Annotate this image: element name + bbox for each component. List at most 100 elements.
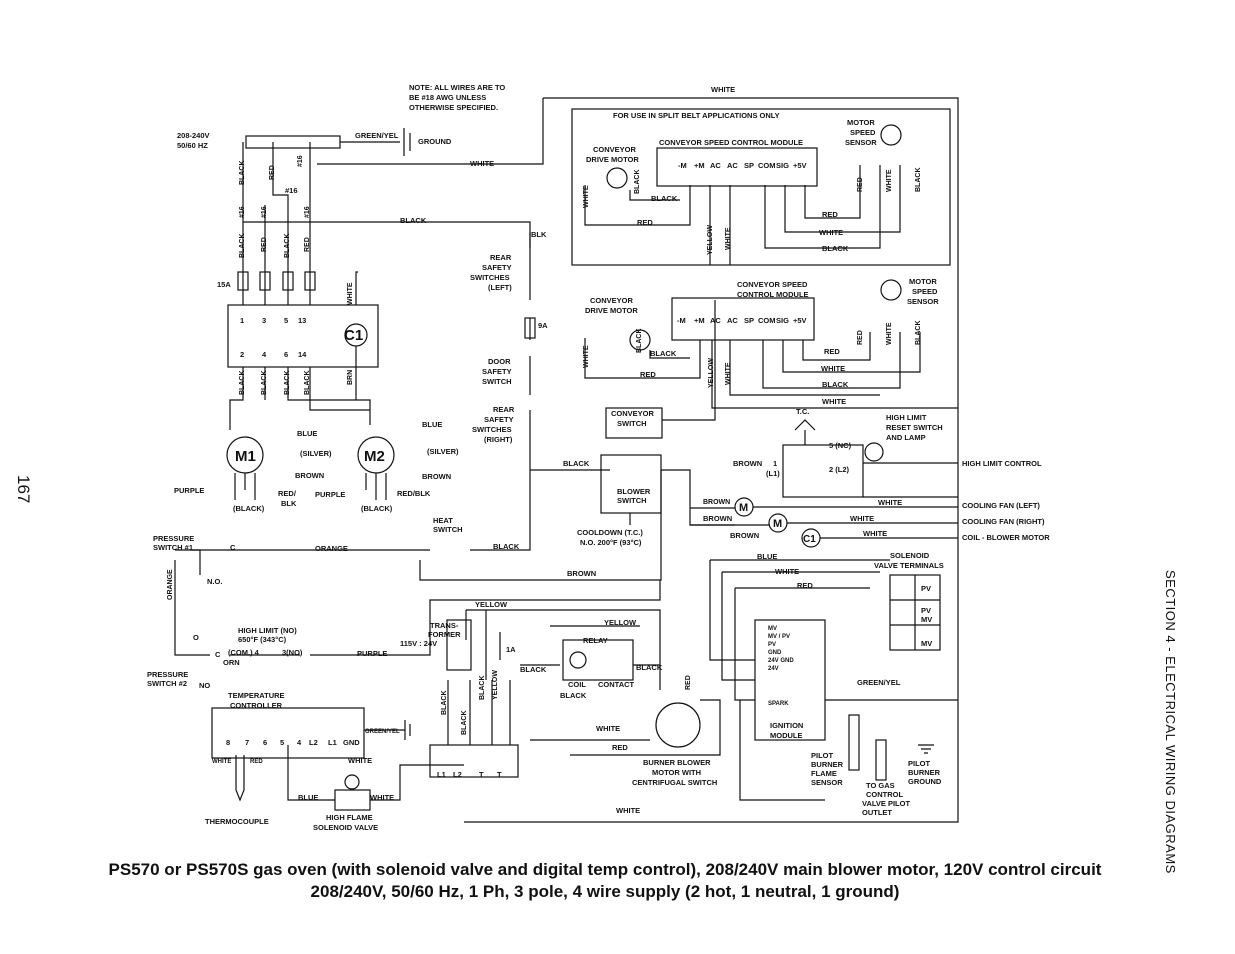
cooling-fan-left: COOLING FAN (LEFT) [962,501,1040,510]
white-label-2: WHITE [348,756,372,765]
to-gas-1: TO GAS [866,781,895,790]
vlabel-black-1: BLACK [239,161,246,186]
pole-5: 5 [284,316,288,325]
blower-switch-1: BLOWER [617,487,651,496]
door-2: SAFETY [482,367,512,376]
no2-label: NO [199,681,210,690]
conveyor-drive-mid-2: DRIVE MOTOR [585,306,638,315]
sensor-top-2: SPEED [850,128,876,137]
vlabel-yellow-2: YELLOW [708,358,715,388]
blue-label-3: BLUE [757,552,777,561]
tc-term-l2: L2 [309,738,318,747]
vlabel-white-1: WHITE [347,282,354,305]
tc-term-8: 8 [226,738,230,747]
reset-2: RESET SWITCH [886,423,943,432]
red-blk-label: RED/BLK [397,489,431,498]
cooling-fan-right: COOLING FAN (RIGHT) [962,517,1045,526]
sensor-mid-3: SENSOR [907,297,939,306]
rear-left-2: SAFETY [482,263,512,272]
term-top-m-pos: +M [694,161,705,170]
high-limit-1: HIGH LIMIT (NO) [238,626,297,635]
white-label-11: WHITE [775,567,799,576]
sol-mv-1: MV [921,615,932,624]
vlabel-white-3: WHITE [725,227,732,250]
white-label-7: WHITE [822,397,846,406]
transformer-3: 115V : 24V [400,639,437,648]
vlabel-red-3: RED [304,237,311,252]
relay-t2: T [497,770,502,779]
green-yel-label-3: GREEN/YEL [857,678,901,687]
vlabel-red-6: RED [685,675,692,690]
white-label-5: WHITE [819,228,843,237]
vlabel-brn: BRN [347,370,354,385]
term-mid-com: COM [758,316,776,325]
white-label-tc: WHITE [212,759,231,765]
tc-term-4: 4 [297,738,302,747]
term-top-sp: SP [744,161,754,170]
o-label: O [193,633,199,642]
reset-3: AND LAMP [886,433,926,442]
supply-frequency: 50/60 HZ [177,141,208,150]
transformer-2: FORMER [428,630,461,639]
com-label: (COM.) 4 [228,648,260,657]
pilot-sensor-4: SENSOR [811,778,843,787]
cooldown-1: COOLDOWN (T.C.) [577,528,643,537]
yellow-label-1: YELLOW [475,600,508,609]
red-label-5: RED [824,347,840,356]
vlabel-16-2: #16 [239,206,246,218]
vlabel-black-13: BLACK [461,711,468,736]
silver-label-m2: (SILVER) [427,447,459,456]
rear-right-2: SAFETY [484,415,514,424]
note-line1: NOTE: ALL WIRES ARE TO [409,83,505,92]
black-label-4: BLACK [520,665,547,674]
tc-term-5: 5 [280,738,284,747]
purple-label-2: PURPLE [357,649,387,658]
ign-24v: 24V [768,666,779,672]
ign-24v-gnd: 24V GND [768,658,794,664]
term-top-5v: +5V [793,161,807,170]
white-label-9: WHITE [850,514,874,523]
speed-module-mid-2: CONTROL MODULE [737,290,809,299]
red-label-1: RED [612,743,628,752]
vlabel-black-3: BLACK [284,234,291,259]
term-mid-ac2: AC [727,316,738,325]
supply-voltage: 208-240V [177,131,210,140]
white-label-4: WHITE [596,724,620,733]
term-top-ac1: AC [710,161,721,170]
blue-label-m1: BLUE [297,429,317,438]
pilot-sensor-1: PILOT [811,751,834,760]
purple-label-m2: PURPLE [315,490,345,499]
blk-label-1: BLK [531,230,547,239]
rear-right-1: REAR [493,405,515,414]
green-yel-label: GREEN/YEL [355,131,399,140]
orange-label: ORANGE [315,544,348,553]
vlabel-red-5: RED [857,330,864,345]
rear-left-1: REAR [490,253,512,262]
tc-label: T.C. [796,407,809,416]
rear-left-3: SWITCHES [470,273,510,282]
red-slash-label: RED/ [278,489,297,498]
white-label-3: WHITE [370,793,394,802]
ign-gnd: GND [768,650,782,656]
heat-switch-1: HEAT [433,516,453,525]
tc-term-7: 7 [245,738,249,747]
vlabel-black-11: BLACK [915,321,922,346]
rear-left-4: (LEFT) [488,283,512,292]
vlabel-orange: ORANGE [167,569,174,600]
vlabel-black-9: BLACK [915,168,922,193]
pilot-ground-2: BURNER [908,768,941,777]
pole-4: 4 [262,350,267,359]
speed-module-top: CONVEYOR SPEED CONTROL MODULE [659,138,803,147]
term-mid-sig: SIG [776,316,789,325]
black-paren-m1: (BLACK) [233,504,265,513]
pressure-1-b: SWITCH #1 [153,543,193,552]
white-label-bottom: WHITE [616,806,640,815]
brown-label-m1: BROWN [295,471,324,480]
coil-blower-motor: COIL - BLOWER MOTOR [962,533,1050,542]
vlabel-white-4: WHITE [886,169,893,192]
vlabel-black-14: BLACK [479,676,486,701]
blower-switch-2: SWITCH [617,496,647,505]
no3-label: 3(NO) [282,648,303,657]
temp-ctrl-1: TEMPERATURE [228,691,285,700]
